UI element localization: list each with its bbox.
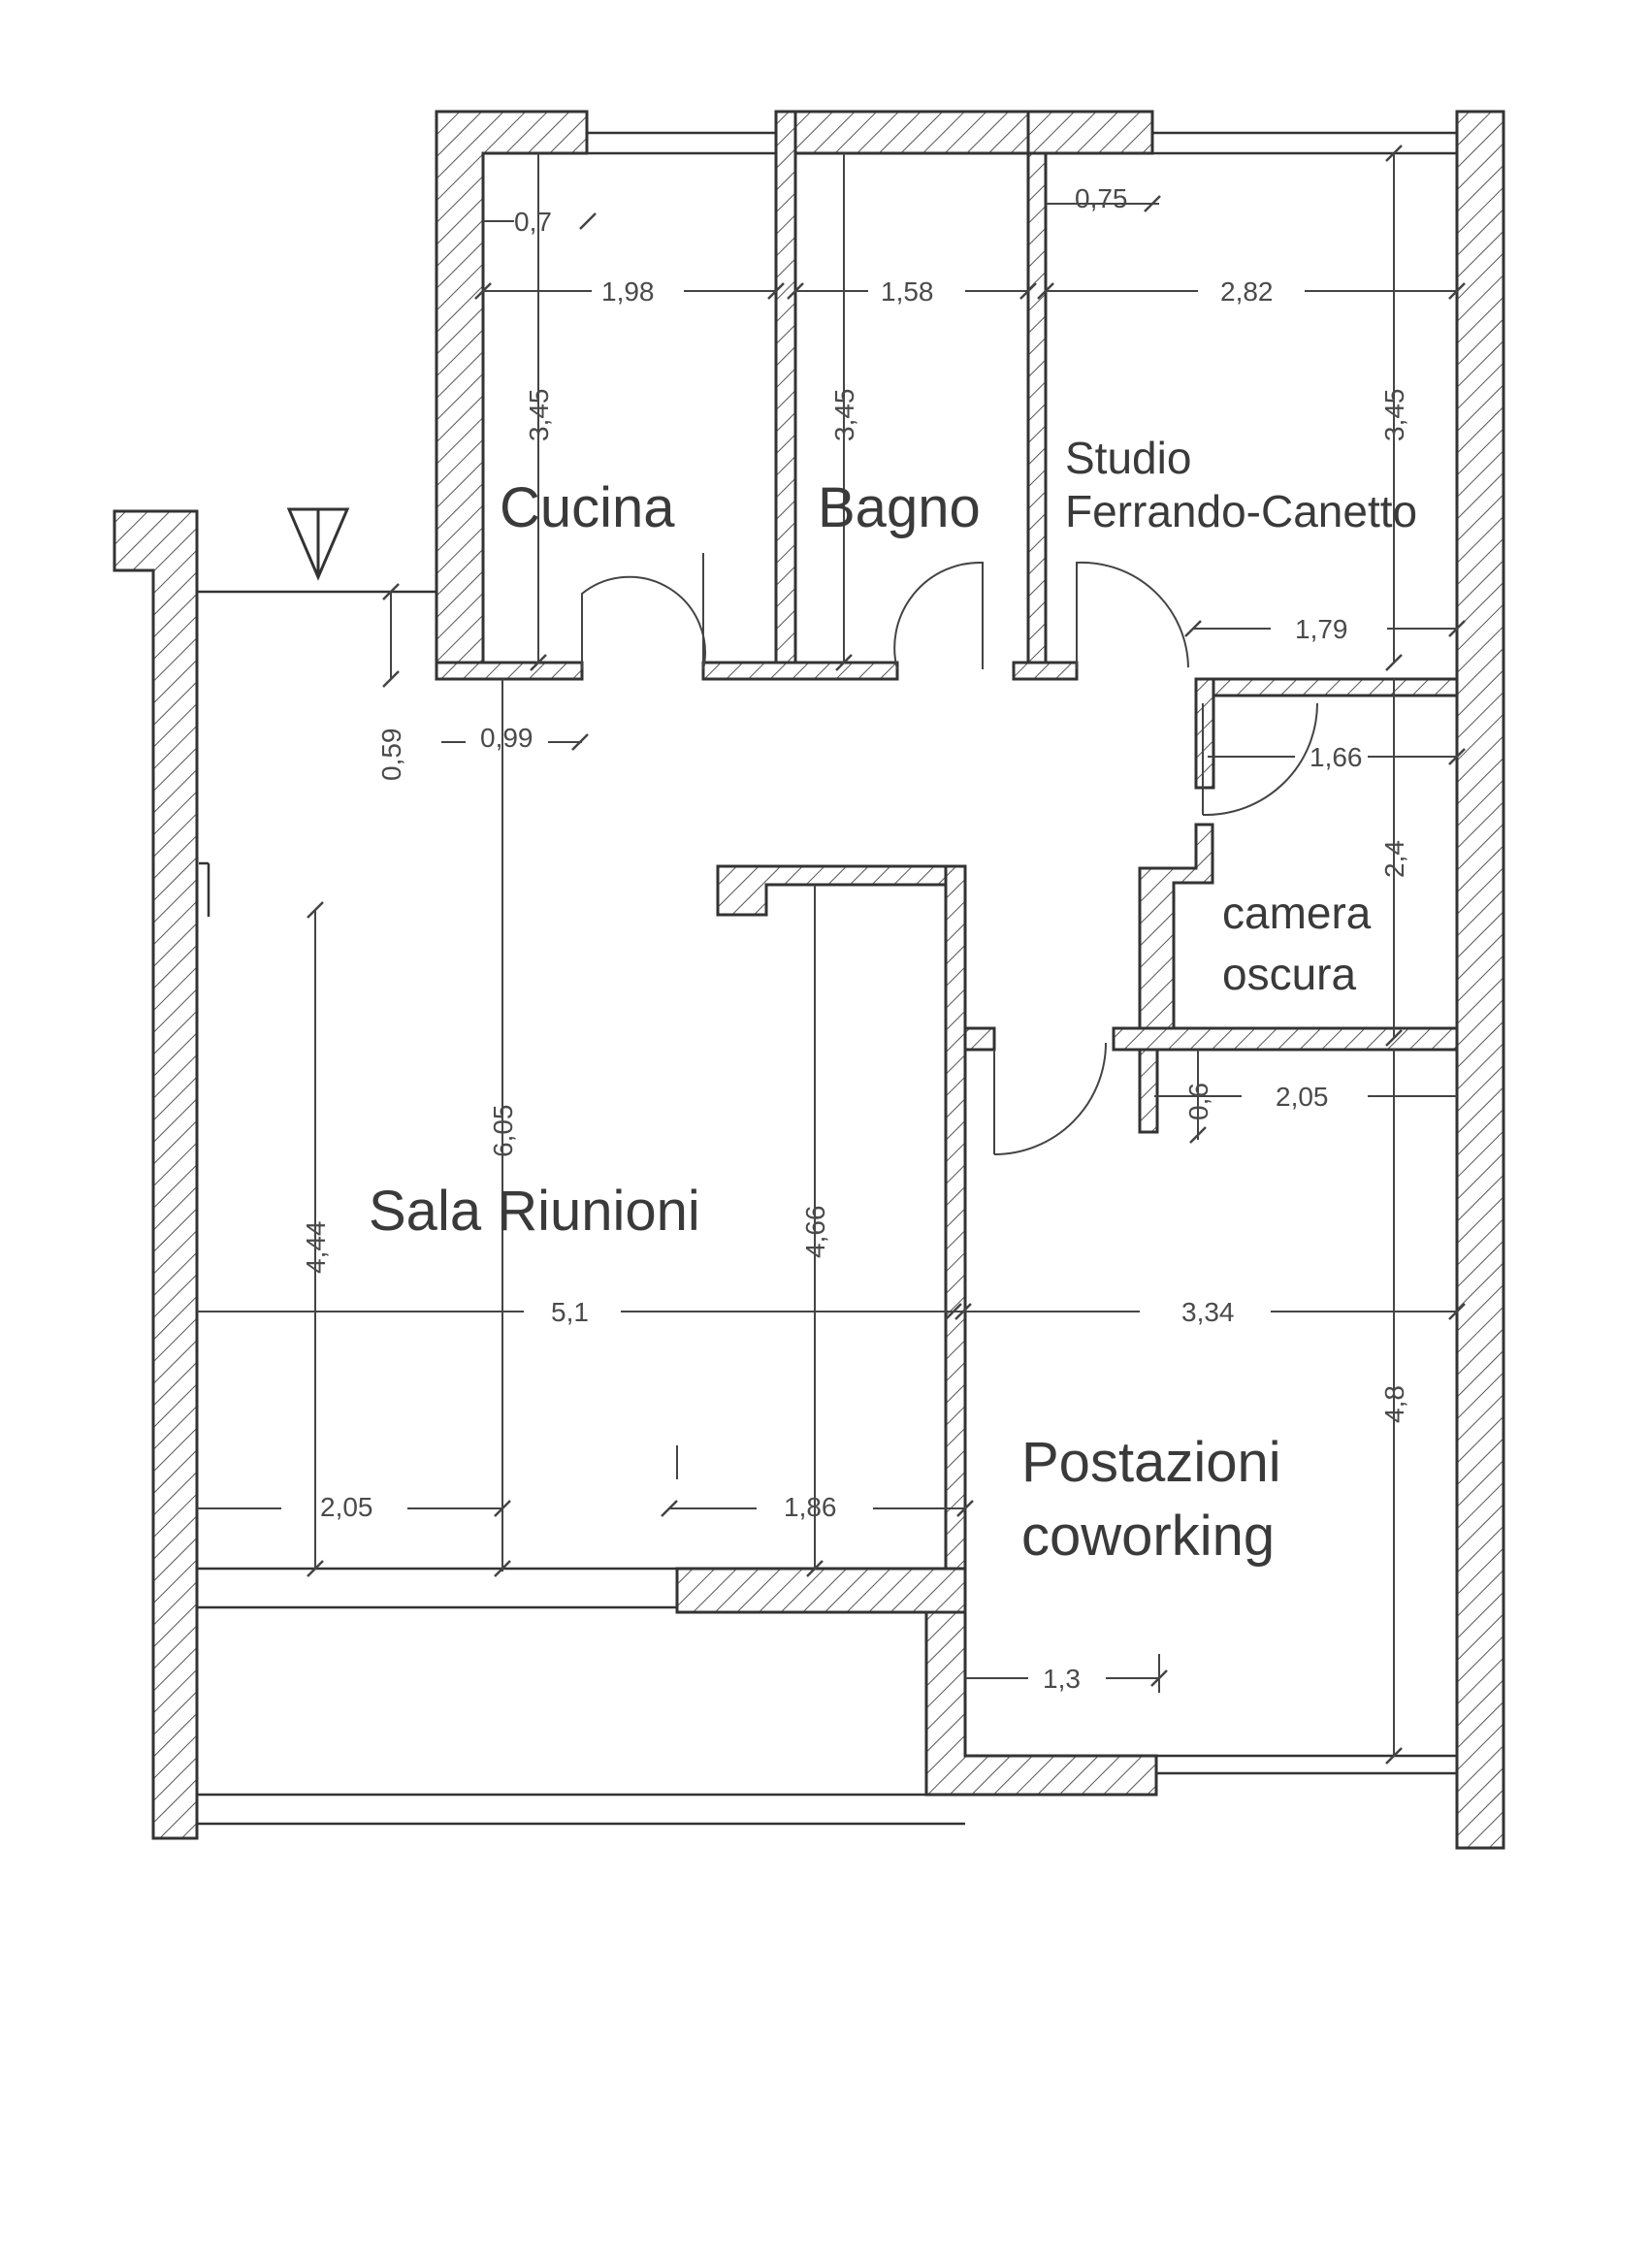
dim-studio-width: 2,82 [1220,276,1274,307]
door-studio [1076,561,1189,669]
door-camera [1202,702,1318,817]
wall-top-bagno [776,110,1030,155]
dim-camera-width: 1,66 [1310,742,1363,772]
wall-camera-bottom [1112,1026,1459,1052]
door-bagno [893,561,984,670]
wall-camera-left [1138,823,1214,1030]
wall-left [113,509,199,1840]
dim-cucina-top: 0,7 [514,207,552,237]
openings [197,131,1457,1826]
dimension-ticks [307,145,1466,1765]
dim-entry-offset: 0,99 [480,723,534,753]
dim-sala-inner-left: 4,44 [301,1221,331,1275]
dim-bagno-width: 1,58 [881,276,934,307]
wall-camera-top [1206,677,1459,697]
dim-camera-height: 2,4 [1379,840,1409,878]
wall-row-bottom-2 [701,661,899,681]
room-camera-line2: oscura [1222,949,1356,999]
wall-cucina-bagno [774,110,797,671]
dim-bottom-left: 2,05 [320,1492,373,1522]
wall-sala-right [944,864,967,1571]
wall-row-bottom-1 [435,661,584,681]
room-coworking-line1: Postazioni [1021,1431,1281,1494]
wall-bagno-studio [1026,151,1048,671]
dim-coworking-bottom: 1,3 [1043,1664,1081,1694]
wall-camera-left-top [1194,677,1215,790]
wall-right [1455,110,1505,1850]
dim-studio-height: 3,45 [1379,389,1409,442]
doors [581,553,1318,1155]
room-labels: Cucina Bagno Studio Ferrando-Canetto cam… [369,433,1417,1568]
dimension-labels: 0,7 1,98 1,58 0,75 2,82 3,45 3,45 3,45 1… [301,183,1409,1694]
dim-entry-gap: 0,59 [376,729,406,782]
wall-sala-top-stub [716,864,967,917]
wall-top-cucina [435,110,589,671]
dim-cucina-width: 1,98 [601,276,655,307]
room-camera-line1: camera [1222,888,1372,938]
room-studio-line2: Ferrando-Canetto [1065,486,1417,536]
door-cucina [581,575,706,670]
dimension-lines [197,153,1457,1756]
room-studio-line1: Studio [1065,433,1191,483]
wall-top-studio [1026,110,1154,155]
dim-corridor-gap: 0,6 [1183,1083,1213,1120]
dim-sala-inner-right: 4,66 [800,1206,830,1259]
wall-bottom-step [924,1610,1158,1797]
dim-corridor-width: 2,05 [1276,1082,1329,1112]
room-sala-riunioni: Sala Riunioni [369,1180,700,1243]
door-sala [993,1042,1107,1155]
wall-corridor-stub [1138,1048,1159,1134]
room-bagno: Bagno [818,476,981,539]
dim-bagno-height: 3,45 [829,389,859,442]
dim-coworking-height: 4,8 [1379,1385,1409,1423]
dim-cucina-height: 3,45 [524,389,554,442]
dim-sala-depth: 6,05 [488,1105,518,1158]
walls [113,110,1505,1850]
dim-sala-width: 5,1 [551,1297,589,1327]
wall-bottom-mid [675,1567,967,1614]
room-cucina: Cucina [500,476,675,539]
room-coworking-line2: coworking [1021,1505,1275,1568]
dim-studio-bottom: 1,79 [1295,614,1348,644]
dim-bottom-mid: 1,86 [784,1492,837,1522]
wall-sala-door-jamb [963,1026,996,1052]
wall-row-bottom-3 [1012,661,1079,681]
dim-studio-top: 0,75 [1075,183,1128,213]
dim-coworking-width: 3,34 [1181,1297,1235,1327]
